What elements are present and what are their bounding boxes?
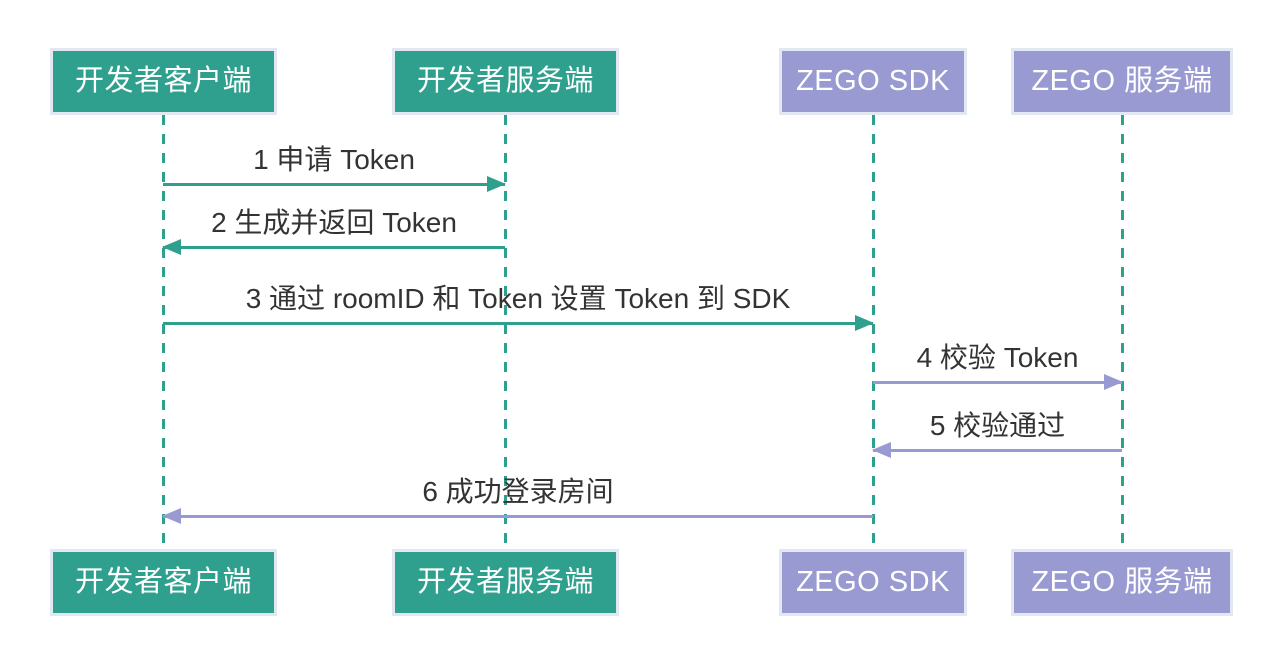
lifeline-dev-client	[162, 115, 165, 549]
message-line	[163, 515, 873, 518]
message-line	[163, 183, 505, 186]
message-label: 3 通过 roomID 和 Token 设置 Token 到 SDK	[245, 283, 791, 314]
participant-label: 开发者客户端	[74, 566, 252, 598]
arrowhead-left-icon	[872, 442, 891, 458]
lifeline-dev-server	[504, 115, 507, 549]
participant-label: 开发者服务端	[416, 65, 594, 97]
arrowhead-right-icon	[1104, 374, 1123, 390]
participant-label: ZEGO 服务端	[1031, 65, 1213, 97]
message-line	[163, 322, 873, 325]
participant-label: 开发者客户端	[74, 65, 252, 97]
participant-bottom-zego-sdk[interactable]: ZEGO SDK	[779, 549, 967, 616]
arrowhead-right-icon	[487, 176, 506, 192]
arrowhead-left-icon	[162, 508, 181, 524]
lifeline-zego-server	[1121, 115, 1124, 549]
participant-label: ZEGO 服务端	[1031, 566, 1213, 598]
message-label: 5 校验通过	[929, 410, 1066, 441]
participant-top-zego-sdk[interactable]: ZEGO SDK	[779, 48, 967, 115]
participant-bottom-zego-server[interactable]: ZEGO 服务端	[1011, 549, 1233, 616]
participant-label: 开发者服务端	[416, 566, 594, 598]
message-label: 1 申请 Token	[253, 144, 415, 175]
participant-top-dev-server[interactable]: 开发者服务端	[392, 48, 619, 115]
participant-bottom-dev-client[interactable]: 开发者客户端	[50, 549, 277, 616]
arrowhead-left-icon	[162, 239, 181, 255]
participant-top-dev-client[interactable]: 开发者客户端	[50, 48, 277, 115]
message-label: 4 校验 Token	[916, 342, 1079, 373]
message-label: 2 生成并返回 Token	[211, 207, 457, 238]
participant-top-zego-server[interactable]: ZEGO 服务端	[1011, 48, 1233, 115]
message-line	[873, 449, 1122, 452]
message-label: 6 成功登录房间	[422, 476, 614, 507]
participant-bottom-dev-server[interactable]: 开发者服务端	[392, 549, 619, 616]
participant-label: ZEGO SDK	[796, 65, 950, 97]
message-line	[163, 246, 505, 249]
lifeline-zego-sdk	[872, 115, 875, 549]
participant-label: ZEGO SDK	[796, 566, 950, 598]
message-line	[873, 381, 1122, 384]
arrowhead-right-icon	[855, 315, 874, 331]
